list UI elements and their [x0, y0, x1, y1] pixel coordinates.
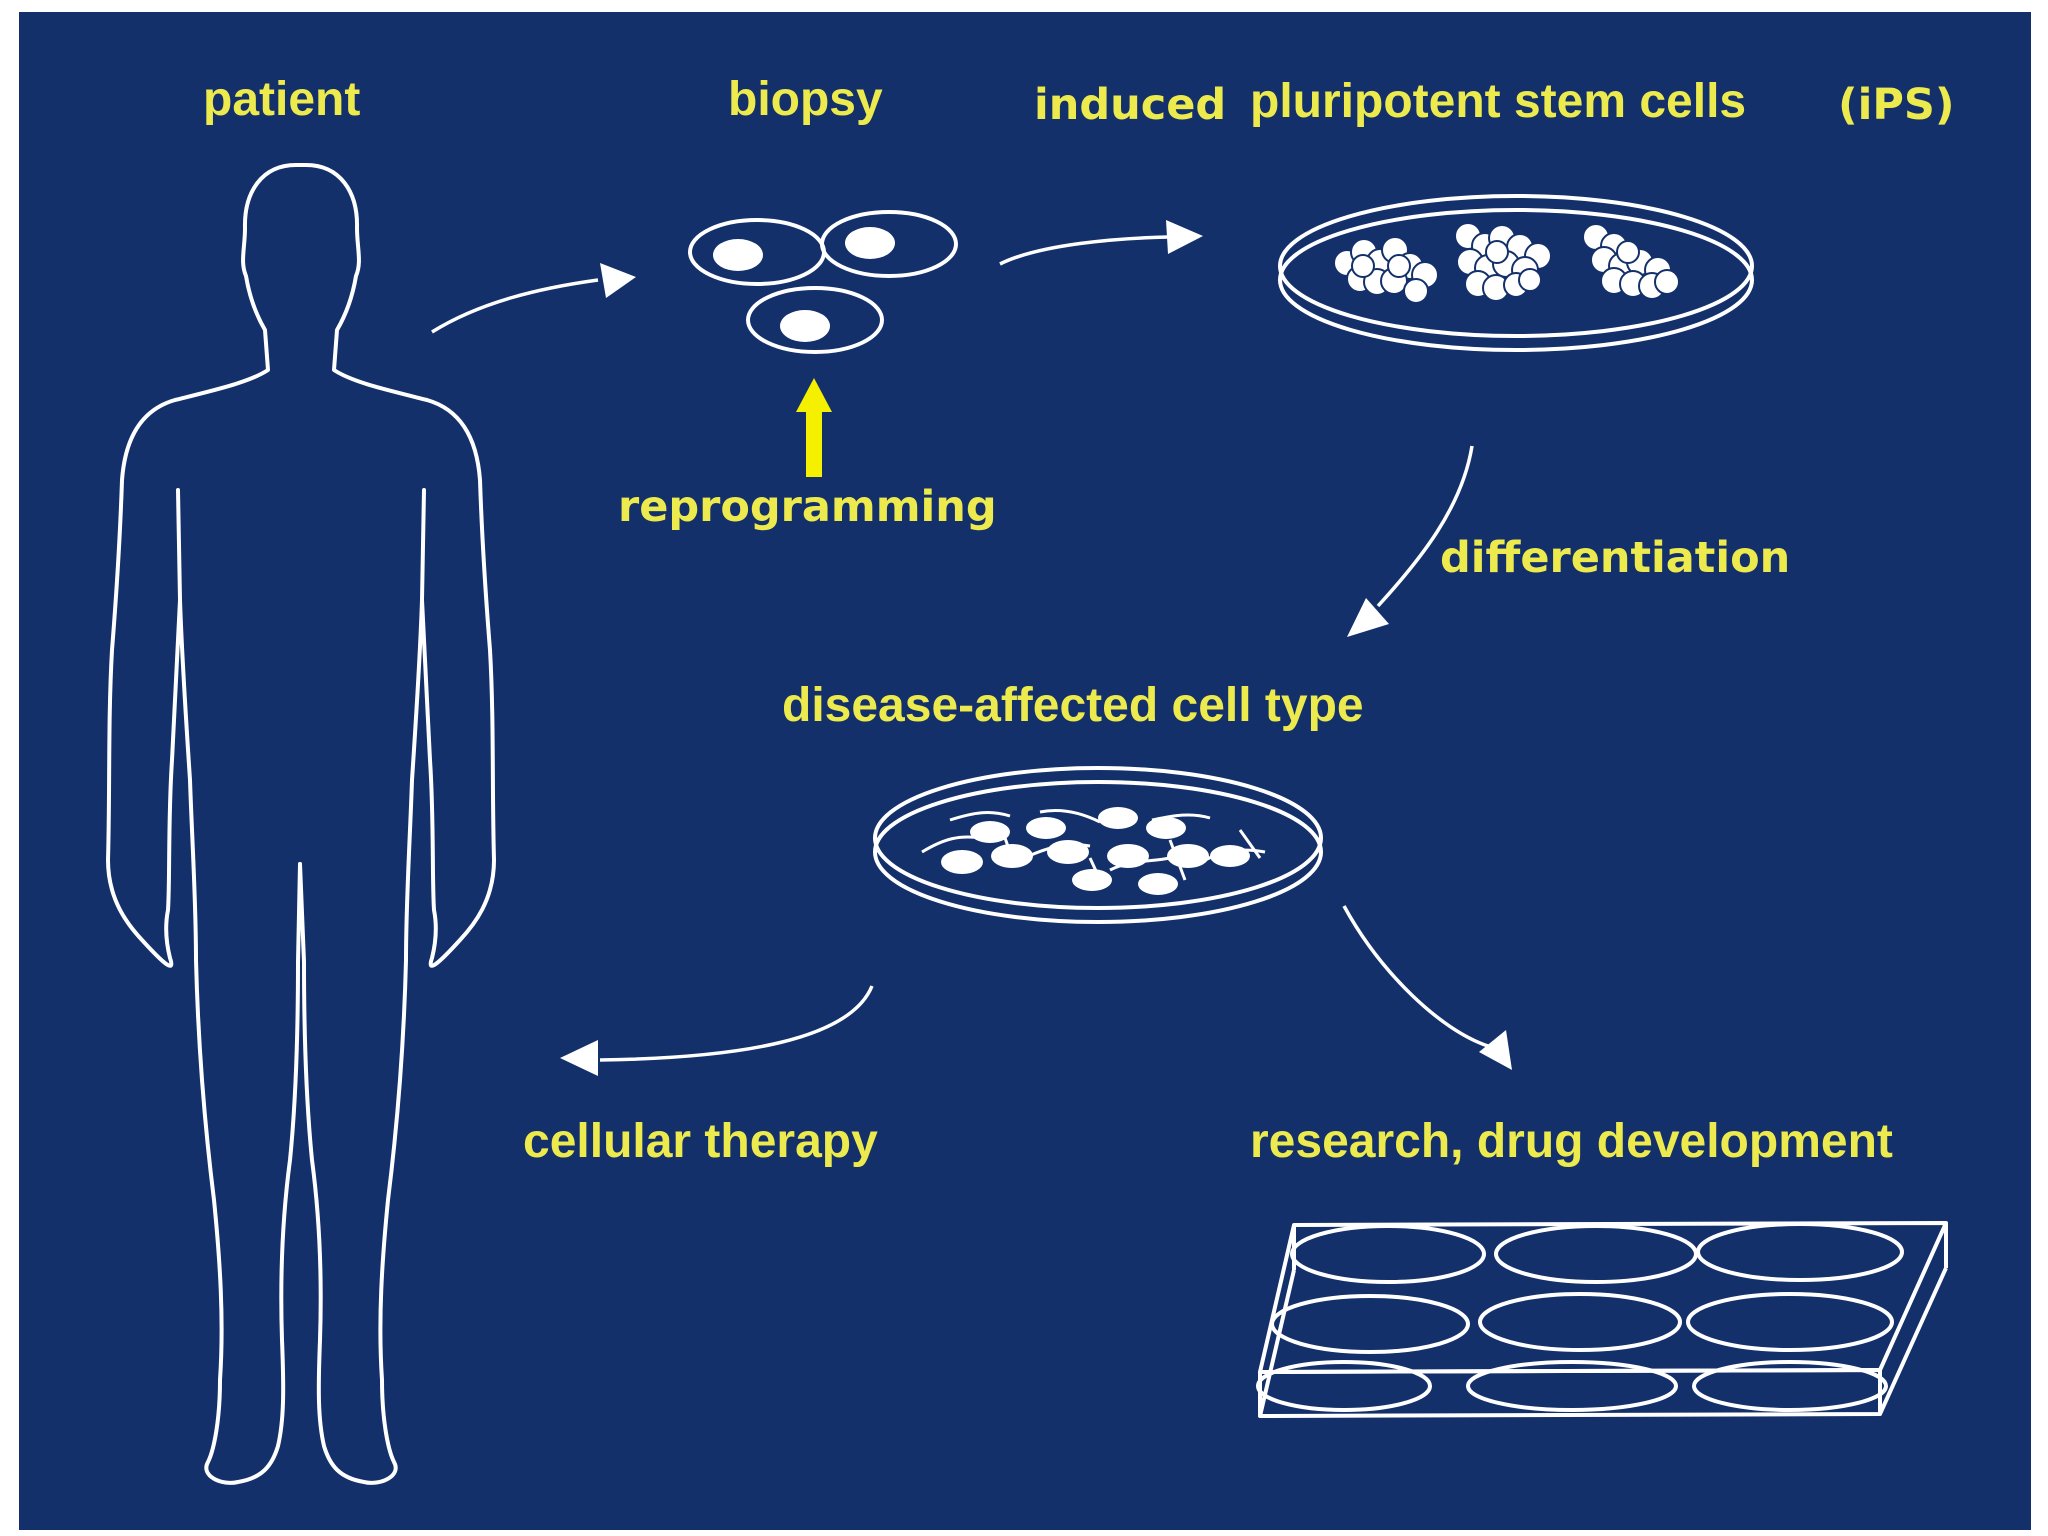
label-ips-main: pluripotent stem cells	[1250, 75, 1747, 128]
label-cellular-therapy: cellular therapy	[523, 1115, 878, 1168]
label-patient: patient	[203, 73, 361, 126]
arrow-ips-to-differentiated	[1347, 445, 1474, 637]
ips-colony-dish-icon	[1278, 194, 1754, 352]
label-disease-cell-type: disease-affected cell type	[782, 679, 1364, 732]
arrow-to-research	[1342, 905, 1512, 1070]
label-reprogramming: reprogramming	[618, 482, 997, 532]
label-ips-prefix: induced	[1034, 80, 1227, 130]
label-biopsy: biopsy	[728, 73, 883, 126]
biopsy-cells-icon	[688, 210, 958, 354]
multiwell-plate-icon	[1256, 1221, 1948, 1418]
label-research: research, drug development	[1250, 1115, 1893, 1168]
arrow-biopsy-to-ips	[999, 220, 1203, 266]
human-silhouette-icon	[106, 163, 496, 1485]
differentiated-cells-dish-icon	[873, 766, 1323, 924]
arrow-to-cellular-therapy	[560, 985, 874, 1076]
label-ips-suffix: (iPS)	[1838, 80, 1955, 130]
label-differentiation: differentiation	[1440, 533, 1791, 583]
reprogramming-arrow-icon	[796, 378, 832, 477]
arrow-patient-to-biopsy	[431, 263, 636, 334]
